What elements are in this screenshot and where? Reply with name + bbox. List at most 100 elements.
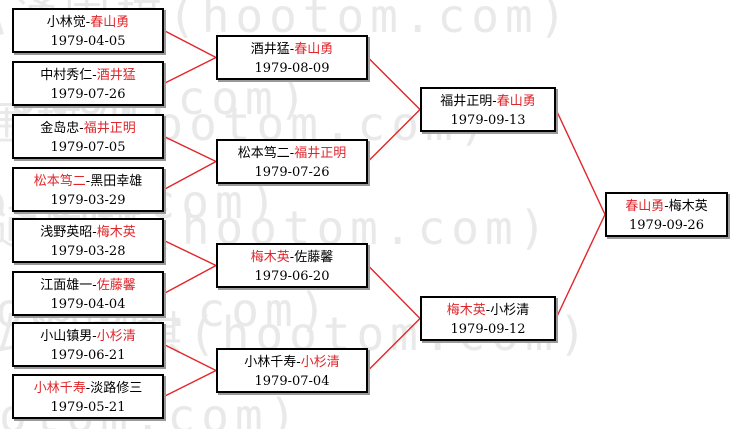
match-players: 梅木英-小杉清 <box>422 301 554 320</box>
player-a: 小林觉 <box>46 15 86 30</box>
connector-line <box>163 135 217 163</box>
vs-separator: - <box>485 303 491 318</box>
match-players: 中村秀仁-酒井猛 <box>14 66 162 85</box>
match-box-final-1: 春山勇-梅木英 1979-09-26 <box>605 192 728 237</box>
match-date: 1979-03-29 <box>50 193 126 208</box>
match-players: 小林觉-春山勇 <box>14 13 162 32</box>
match-players: 小山镇男-小杉清 <box>14 327 162 346</box>
vs-separator: - <box>296 355 301 370</box>
player-b: 福井正明 <box>294 146 347 161</box>
player-b: 梅木英 <box>668 199 708 214</box>
connector-line <box>163 343 217 372</box>
player-b: 福井正明 <box>83 121 136 136</box>
player-b: 春山勇 <box>294 42 334 57</box>
vs-separator: - <box>289 42 295 57</box>
player-b: 小杉清 <box>300 355 340 370</box>
player-a: 春山勇 <box>625 199 665 214</box>
match-date: 1979-04-05 <box>50 34 126 49</box>
match-date: 1979-05-21 <box>50 400 126 415</box>
vs-separator: - <box>85 174 91 189</box>
vs-separator: - <box>289 250 295 265</box>
match-date: 1979-09-26 <box>629 218 704 233</box>
player-b: 黑田幸雄 <box>90 174 143 189</box>
player-b: 春山勇 <box>90 15 130 30</box>
connector-line <box>163 264 217 295</box>
vs-separator: - <box>664 199 669 214</box>
player-a: 江面雄一 <box>40 278 93 293</box>
match-box-r2-1: 酒井猛-春山勇 1979-08-09 <box>216 35 368 80</box>
match-box-r2-4: 小林千寿-小杉清 1979-07-04 <box>216 348 368 393</box>
vs-separator: - <box>85 381 91 396</box>
connector-line <box>367 57 421 110</box>
player-b: 春山勇 <box>496 94 536 109</box>
vs-separator: - <box>92 329 97 344</box>
player-a: 浅野英昭 <box>40 225 93 240</box>
connector-line <box>367 318 421 371</box>
vs-separator: - <box>79 121 84 136</box>
match-players: 江面雄一-佐藤馨 <box>14 276 162 295</box>
match-date: 1979-04-04 <box>50 297 126 312</box>
match-date: 1979-09-13 <box>450 113 526 128</box>
match-box-r3-1: 福井正明-春山勇 1979-09-13 <box>420 87 556 132</box>
match-date: 1979-06-20 <box>254 269 330 284</box>
match-players: 酒井猛-春山勇 <box>218 40 366 59</box>
match-date: 1979-09-12 <box>450 322 526 337</box>
match-players: 小林千寿-淡路修三 <box>14 379 162 398</box>
match-box-r1-3: 金岛忠-福井正明 1979-07-05 <box>12 114 164 159</box>
vs-separator: - <box>92 225 97 240</box>
match-box-r2-2: 松本笃二-福井正明 1979-07-26 <box>216 139 368 184</box>
match-players: 松本笃二-福井正明 <box>218 144 366 163</box>
connector-line <box>163 239 217 267</box>
match-box-r3-2: 梅木英-小杉清 1979-09-12 <box>420 296 556 341</box>
connector-line <box>163 29 217 59</box>
player-b: 酒井猛 <box>96 68 136 83</box>
match-box-r1-2: 中村秀仁-酒井猛 1979-07-26 <box>12 61 164 106</box>
match-box-r1-6: 江面雄一-佐藤馨 1979-04-04 <box>12 271 164 316</box>
match-players: 梅木英-佐藤馨 <box>218 248 366 267</box>
vs-separator: - <box>289 146 295 161</box>
match-players: 金岛忠-福井正明 <box>14 119 162 138</box>
match-date: 1979-07-05 <box>50 140 126 155</box>
player-a: 小林千寿 <box>244 355 297 370</box>
match-date: 1979-08-09 <box>254 61 330 76</box>
player-a: 中村秀仁 <box>40 68 93 83</box>
player-a: 酒井猛 <box>250 42 290 57</box>
match-players: 浅野英昭-梅木英 <box>14 223 162 242</box>
player-b: 小杉清 <box>96 329 136 344</box>
vs-separator: - <box>92 278 97 293</box>
match-date: 1979-03-28 <box>50 244 126 259</box>
match-players: 小林千寿-小杉清 <box>218 353 366 372</box>
player-a: 松本笃二 <box>237 146 290 161</box>
match-box-r1-1: 小林觉-春山勇 1979-04-05 <box>12 8 164 53</box>
match-players: 松本笃二-黑田幸雄 <box>14 172 162 191</box>
connector-line <box>163 369 217 398</box>
match-date: 1979-07-26 <box>50 87 126 102</box>
match-box-r2-3: 梅木英-佐藤馨 1979-06-20 <box>216 243 368 288</box>
player-b: 淡路修三 <box>90 381 143 396</box>
player-a: 梅木英 <box>446 303 486 318</box>
player-a: 松本笃二 <box>33 174 86 189</box>
vs-separator: - <box>492 94 497 109</box>
match-box-r1-7: 小山镇男-小杉清 1979-06-21 <box>12 322 164 367</box>
match-date: 1979-07-26 <box>254 165 330 180</box>
vs-separator: - <box>85 15 91 30</box>
player-b: 小杉清 <box>490 303 530 318</box>
player-a: 福井正明 <box>440 94 493 109</box>
player-a: 小林千寿 <box>33 381 86 396</box>
player-b: 梅木英 <box>96 225 136 240</box>
connector-line <box>555 214 606 319</box>
player-a: 梅木英 <box>250 250 290 265</box>
connector-line <box>163 56 217 85</box>
vs-separator: - <box>92 68 97 83</box>
match-box-r1-8: 小林千寿-淡路修三 1979-05-21 <box>12 374 164 419</box>
connector-line <box>163 160 217 191</box>
player-b: 佐藤馨 <box>294 250 334 265</box>
player-a: 金岛忠 <box>40 121 80 136</box>
player-b: 佐藤馨 <box>96 278 136 293</box>
match-box-r1-5: 浅野英昭-梅木英 1979-03-28 <box>12 218 164 263</box>
match-date: 1979-06-21 <box>50 348 126 363</box>
player-a: 小山镇男 <box>40 329 93 344</box>
match-date: 1979-07-04 <box>254 374 330 389</box>
connector-line <box>555 109 606 215</box>
